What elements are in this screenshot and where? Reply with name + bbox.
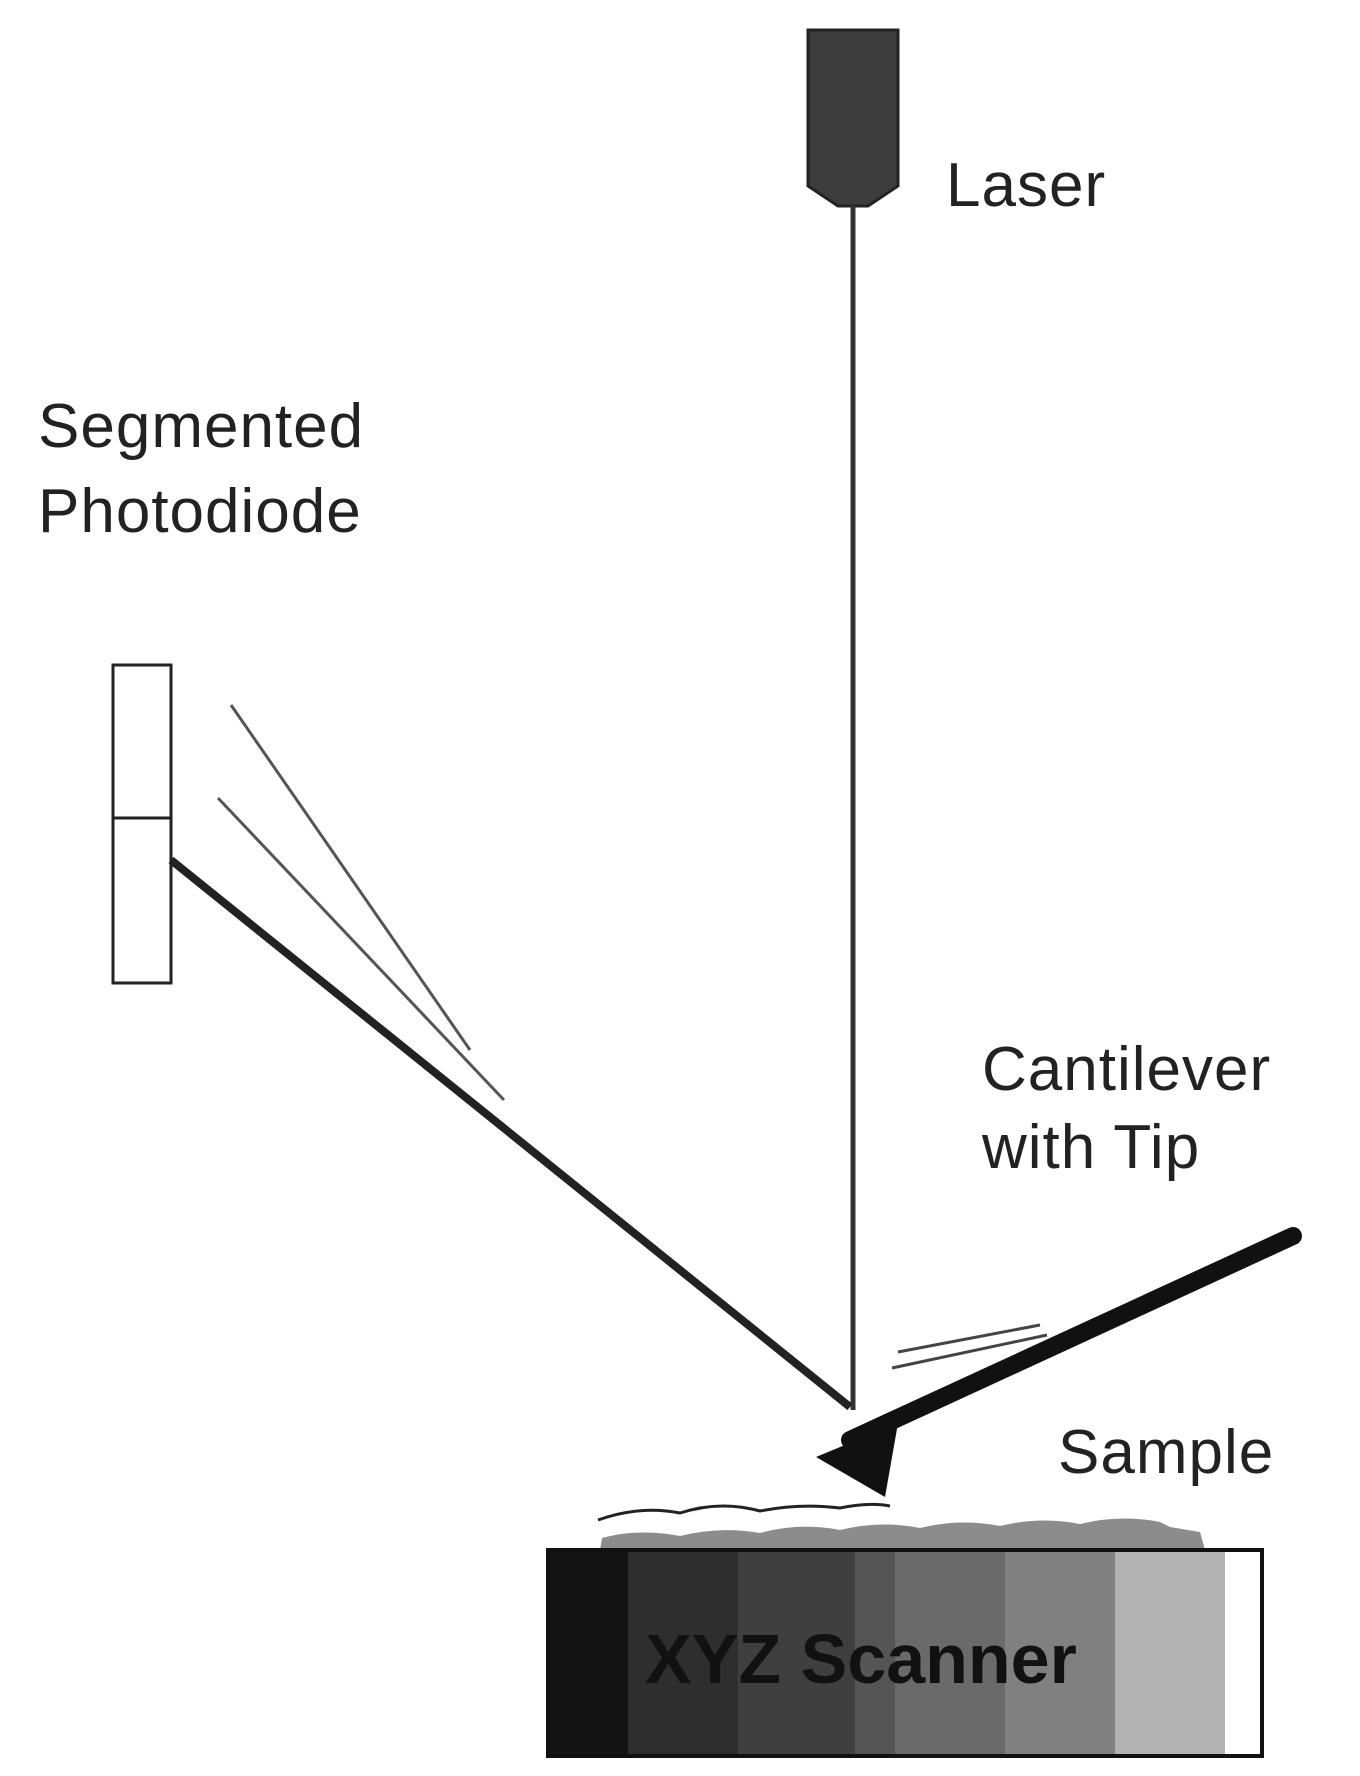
scanner-band-2 (628, 1550, 738, 1756)
cantilever-motion-line-lower (891, 1333, 1048, 1370)
cantilever-label-line2: with Tip (981, 1113, 1200, 1182)
cantilever-tip (816, 1423, 898, 1497)
sample-label: Sample (1058, 1418, 1274, 1487)
scanner-band-5 (895, 1550, 1005, 1756)
tip-trace-line (597, 1502, 891, 1522)
laser-label: Laser (946, 151, 1106, 220)
cantilever-label-line1: Cantilever (982, 1035, 1271, 1104)
cantilever-beam (841, 1227, 1302, 1449)
sample-surface (597, 1502, 1205, 1550)
reflected-beam (168, 856, 853, 1411)
photodiode-label-line1: Segmented (38, 392, 364, 461)
deflection-line-lower (216, 796, 506, 1102)
scanner-band-6 (1005, 1550, 1115, 1756)
scanner-band-8 (1225, 1550, 1262, 1756)
photodiode-label-line2: Photodiode (38, 477, 362, 546)
scanner-outline (546, 1548, 1264, 1758)
scanner-band-3 (738, 1550, 855, 1756)
scanner-band-7 (1115, 1550, 1225, 1756)
photodiode-upper-segment (111, 663, 173, 820)
photodiode-lower-segment (111, 816, 173, 985)
cantilever-with-tip (816, 1227, 1302, 1497)
sample-layer (600, 1518, 1205, 1550)
scanner-label: XYZ Scanner (645, 1620, 1077, 1698)
xyz-scanner (546, 1548, 1264, 1758)
scanner-band-1 (548, 1550, 628, 1756)
deflection-lines (216, 704, 506, 1102)
segmented-photodiode (111, 663, 173, 985)
deflection-line-upper (229, 704, 472, 1051)
scanner-band-4 (855, 1550, 895, 1756)
cantilever-motion-line-upper (897, 1323, 1041, 1354)
laser-source (806, 28, 900, 1410)
laser-body (806, 28, 900, 208)
